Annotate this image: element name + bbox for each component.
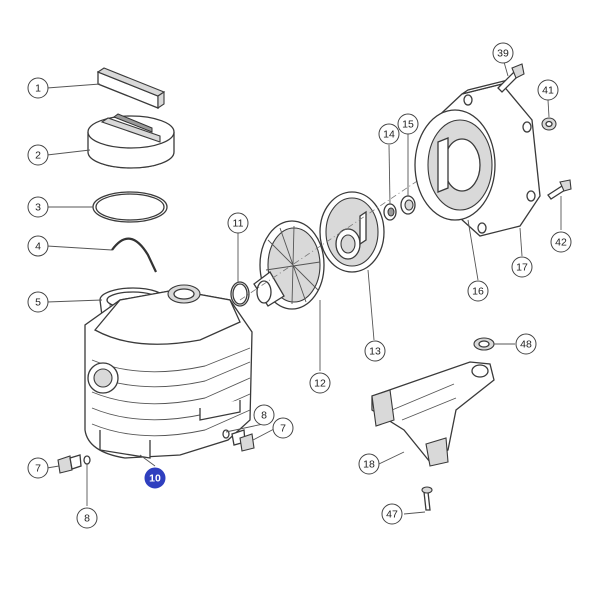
callout-circle <box>27 196 49 218</box>
callout-18: 18 <box>358 453 380 475</box>
callout-number: 5 <box>35 297 41 309</box>
callout-number: 42 <box>555 237 567 249</box>
callout-39: 39 <box>492 42 514 64</box>
callout-circle <box>309 372 331 394</box>
part-14-seal <box>383 203 397 221</box>
callout-4: 4 <box>27 235 49 257</box>
callout-number: 14 <box>383 129 395 141</box>
part-12-diffuser <box>253 220 325 310</box>
callout-13: 13 <box>364 340 386 362</box>
callout-12: 12 <box>309 372 331 394</box>
callout-number: 3 <box>35 202 41 214</box>
callout-circle <box>272 417 294 439</box>
callout-number: 8 <box>84 513 90 525</box>
callout-circle <box>511 256 533 278</box>
callout-circle <box>76 507 98 529</box>
callout-15: 15 <box>397 113 419 135</box>
callout-2: 2 <box>27 144 49 166</box>
axis-line <box>239 111 521 301</box>
callout-8a: 8 <box>76 507 98 529</box>
callout-42: 42 <box>550 231 572 253</box>
part-1-handle <box>96 67 166 110</box>
part-3-o-ring <box>92 191 168 223</box>
callout-circle <box>364 340 386 362</box>
callout-16: 16 <box>467 280 489 302</box>
part-13-impeller <box>319 191 385 273</box>
callout-number: 48 <box>520 339 532 351</box>
callout-41: 41 <box>537 79 559 101</box>
part-2-lid <box>87 113 175 169</box>
callout-circle <box>378 123 400 145</box>
callout-number: 4 <box>35 241 41 253</box>
callout-circle <box>253 404 275 426</box>
callout-number: 1 <box>35 83 41 95</box>
callout-number: 41 <box>542 85 554 97</box>
callout-circle <box>144 467 166 489</box>
callout-circle <box>381 503 403 525</box>
callout-number: 17 <box>516 262 528 274</box>
callout-number: 39 <box>497 48 509 60</box>
part-10-pump-housing <box>84 284 253 459</box>
callout-8b: 8 <box>253 404 275 426</box>
callout-number: 2 <box>35 150 41 162</box>
callout-number: 47 <box>386 509 398 521</box>
part-41-washer <box>541 117 557 131</box>
callout-48: 48 <box>515 333 537 355</box>
part-15-seal <box>400 195 416 215</box>
callout-10: 10 <box>144 467 166 489</box>
callout-number: 13 <box>369 346 381 358</box>
callout-7a: 7 <box>27 457 49 479</box>
callout-circle <box>537 79 559 101</box>
leader-lines <box>46 61 562 515</box>
callout-circle <box>515 333 537 355</box>
callout-number: 7 <box>35 463 41 475</box>
callout-1: 1 <box>27 77 49 99</box>
callout-circle <box>492 42 514 64</box>
part-42-bolt <box>547 179 572 200</box>
callout-number: 7 <box>280 423 286 435</box>
part-18-base-bracket <box>371 361 495 467</box>
callout-circle <box>27 77 49 99</box>
callout-47: 47 <box>381 503 403 525</box>
callout-17: 17 <box>511 256 533 278</box>
callout-14: 14 <box>378 123 400 145</box>
callout-5: 5 <box>27 291 49 313</box>
callout-3: 3 <box>27 196 49 218</box>
part-48-bushing <box>473 337 495 351</box>
callout-circle <box>27 144 49 166</box>
callout-11: 11 <box>227 212 249 234</box>
part-8-o-ring-left <box>83 455 91 465</box>
part-4-clip <box>111 237 157 273</box>
callout-circle <box>550 231 572 253</box>
callout-number: 10 <box>149 473 161 485</box>
callout-circle <box>27 235 49 257</box>
callout-circle <box>358 453 380 475</box>
part-47-screw <box>421 486 433 511</box>
callout-circle <box>27 291 49 313</box>
callout-number: 16 <box>472 286 484 298</box>
part-7-drain-plug-right <box>231 429 255 452</box>
callout-number: 15 <box>402 119 414 131</box>
callout-circle <box>227 212 249 234</box>
part-39-bolt <box>497 63 525 93</box>
part-7-drain-plug-left <box>57 454 82 474</box>
callout-circle <box>27 457 49 479</box>
callout-number: 12 <box>314 378 326 390</box>
callout-7b: 7 <box>272 417 294 439</box>
callout-number: 8 <box>261 410 267 422</box>
callout-number: 11 <box>233 218 244 230</box>
part-11-o-ring <box>230 281 250 307</box>
callout-number: 18 <box>363 459 375 471</box>
callout-circle <box>467 280 489 302</box>
callout-circle <box>397 113 419 135</box>
part-16-bracket <box>414 109 496 221</box>
